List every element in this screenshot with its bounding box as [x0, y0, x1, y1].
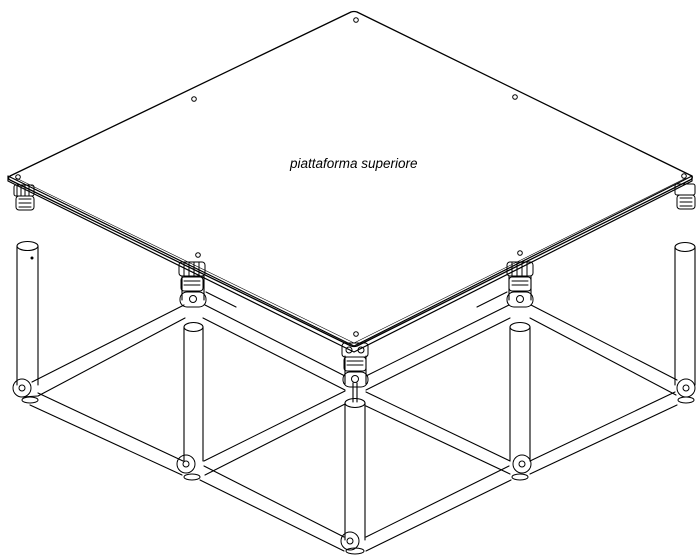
- post-back-right: [674, 241, 696, 386]
- top-platform: piattaforma superiore: [7, 10, 693, 353]
- joint-back-right: [676, 378, 696, 404]
- foot-right-edge: [674, 183, 696, 210]
- foot-left-edge: [13, 184, 35, 211]
- joint-middle-left: [176, 454, 201, 481]
- joint-back-left: [12, 378, 39, 404]
- platform-label: piattaforma superiore: [289, 156, 418, 171]
- post-front: [344, 397, 366, 541]
- horizontal-beams: [29, 291, 678, 552]
- post-back-left: [16, 240, 39, 386]
- post-middle-left: [183, 321, 204, 462]
- foot-middle-left: [178, 261, 207, 308]
- foot-center: [341, 342, 369, 388]
- joint-front: [340, 531, 365, 555]
- foot-middle-right: [506, 261, 534, 308]
- upright-posts: [16, 240, 696, 541]
- post-middle-right: [509, 321, 531, 462]
- joint-middle-right: [511, 454, 532, 481]
- plate-holes: [15, 17, 687, 337]
- plate-feet: [13, 183, 696, 388]
- base-joints: [12, 378, 696, 555]
